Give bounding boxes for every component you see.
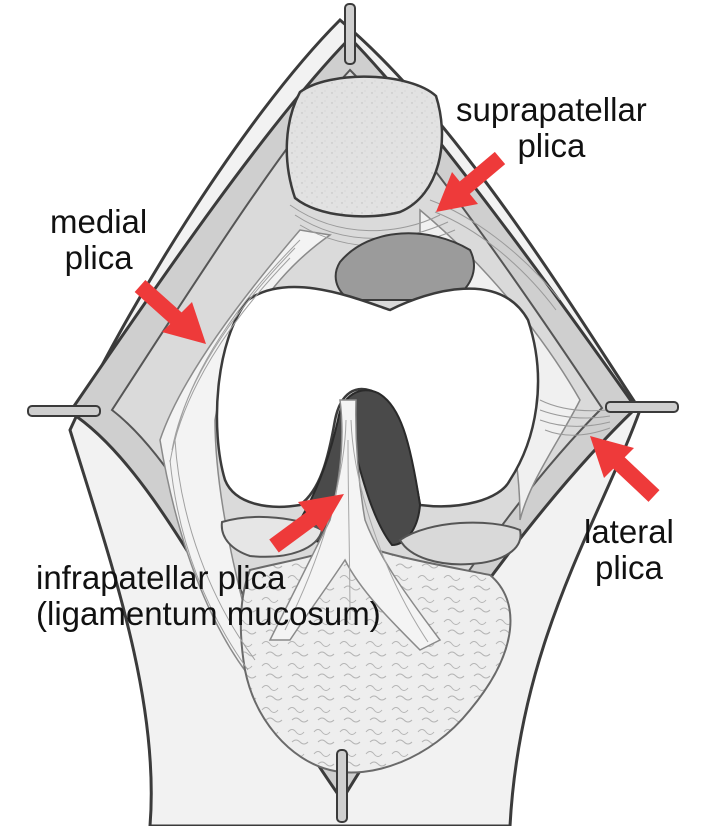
lateral-plica	[539, 399, 611, 436]
label-suprapatellar-plica: suprapatellar plica	[456, 92, 647, 164]
label-infrapatellar-line2: (ligamentum mucosum)	[36, 595, 381, 632]
label-suprapatellar-line2: plica	[517, 127, 586, 164]
label-suprapatellar-line1: suprapatellar	[456, 91, 647, 128]
medial-plica	[169, 239, 301, 671]
label-lateral-plica: lateral plica	[584, 514, 674, 586]
label-medial-plica: medial plica	[50, 204, 147, 276]
arrow-infrapatellar-icon	[269, 494, 344, 553]
arrow-medial-icon	[134, 280, 206, 344]
patella	[285, 75, 444, 218]
infrapatellar-plica	[268, 399, 442, 651]
label-infrapatellar-line1: infrapatellar plica	[36, 559, 286, 596]
arrow-suprapatellar-icon	[436, 151, 506, 212]
label-infrapatellar-plica: infrapatellar plica (ligamentum mucosum)	[36, 560, 381, 632]
retractor-right-icon	[605, 401, 679, 413]
trochlea-shadow	[334, 232, 475, 301]
label-medial-line1: medial	[50, 203, 148, 240]
retractor-bottom-icon	[336, 749, 348, 823]
arrow-lateral-icon	[590, 436, 660, 502]
label-lateral-line1: lateral	[584, 513, 674, 550]
retractor-top-icon	[344, 3, 356, 65]
lateral-meniscus	[398, 521, 522, 566]
label-lateral-line2: plica	[595, 549, 663, 586]
retractor-left-icon	[27, 405, 101, 417]
label-medial-line2: plica	[64, 239, 133, 276]
